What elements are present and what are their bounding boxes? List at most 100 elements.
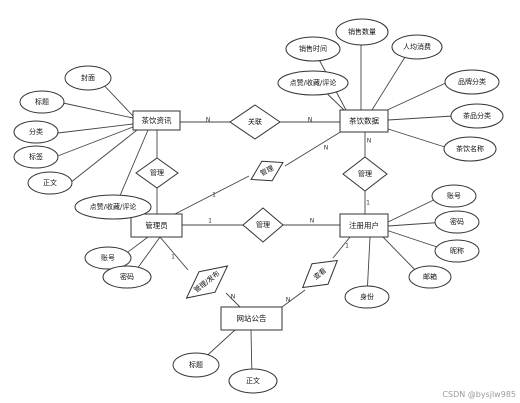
attribute-ellipse bbox=[84, 246, 132, 270]
connector-line bbox=[174, 175, 250, 215]
cardinality-label: 1 bbox=[345, 243, 349, 250]
attribute-ellipse bbox=[74, 194, 152, 220]
attribute-ellipse bbox=[172, 352, 220, 378]
cardinality-label: 1 bbox=[171, 254, 175, 261]
attribute-ellipse bbox=[434, 239, 480, 263]
cardinality-label: 1 bbox=[212, 192, 216, 199]
attribute-ellipse bbox=[27, 171, 73, 195]
entity-label: 茶饮资讯 bbox=[142, 115, 172, 125]
attribute-ellipse bbox=[344, 285, 390, 309]
connector-line bbox=[54, 126, 134, 158]
relationship-user-announcement-group: 查看 bbox=[295, 250, 346, 298]
cardinality-label: N bbox=[310, 218, 315, 225]
relationship-user-announcement[interactable] bbox=[295, 250, 346, 298]
attribute-ellipse bbox=[431, 184, 477, 208]
attribute-label: 正文 bbox=[246, 376, 260, 385]
attribute-ellipse bbox=[443, 136, 497, 162]
connector-line bbox=[69, 129, 138, 184]
entity-label: 网站公告 bbox=[237, 313, 267, 323]
attribute-ellipse bbox=[450, 103, 504, 129]
relationship-admin-announcement[interactable] bbox=[179, 256, 236, 309]
cardinality-label: 1 bbox=[366, 200, 370, 207]
attribute-label: 账号 bbox=[447, 191, 461, 200]
entity-announcement[interactable] bbox=[220, 306, 283, 331]
attribute-ellipse bbox=[13, 120, 59, 144]
attribute-ellipse bbox=[285, 36, 341, 62]
relationship-label: 管理 bbox=[256, 220, 270, 229]
connector-line bbox=[382, 81, 449, 113]
connector-line bbox=[385, 229, 447, 251]
attribute-ellipse bbox=[444, 69, 500, 95]
entity-tea-info[interactable] bbox=[132, 110, 181, 131]
attribute-ellipse bbox=[13, 145, 59, 169]
connector-line bbox=[387, 195, 443, 223]
connector-line bbox=[371, 48, 411, 111]
cardinality-label: N bbox=[286, 297, 291, 304]
relationship-label: 管理 bbox=[150, 168, 164, 177]
entity-tea-data[interactable] bbox=[339, 109, 389, 133]
cardinality-label: N bbox=[308, 117, 313, 124]
attribute-label: 昵称 bbox=[450, 246, 464, 255]
relationship-label: 管理 bbox=[358, 169, 372, 178]
relationship-label: 关联 bbox=[248, 117, 262, 126]
attribute-label: 封面 bbox=[81, 73, 95, 82]
attribute-label: 密码 bbox=[120, 272, 134, 281]
connector-line bbox=[115, 129, 149, 206]
attribute-label: 销售数量 bbox=[348, 27, 376, 36]
cardinality-label: N bbox=[324, 145, 329, 152]
attribute-label: 茶饮名称 bbox=[456, 144, 484, 153]
attribute-label: 品牌分类 bbox=[458, 77, 486, 86]
attribute-label: 标题 bbox=[35, 97, 49, 106]
attribute-label: 分类 bbox=[29, 127, 43, 136]
attribute-ellipse bbox=[64, 65, 112, 91]
connector-line bbox=[281, 289, 306, 308]
attribute-label: 邮箱 bbox=[423, 272, 437, 281]
attribute-label: 点赞/收藏/评论 bbox=[290, 78, 337, 87]
attribute-ellipse bbox=[408, 265, 452, 289]
relationship-info-data[interactable] bbox=[229, 104, 281, 140]
relationship-admin-data-group: 管理 bbox=[246, 153, 288, 189]
attribute-label: 密码 bbox=[450, 217, 464, 226]
entity-label: 注册用户 bbox=[349, 220, 379, 230]
attribute-label: 正文 bbox=[43, 178, 57, 187]
relationship-admin-user[interactable] bbox=[242, 207, 284, 243]
cardinality-label: 1 bbox=[208, 218, 212, 225]
cardinality-label: N bbox=[367, 138, 372, 145]
attribute-label: 销售时间 bbox=[299, 44, 327, 53]
connector-line bbox=[384, 127, 449, 149]
entity-label: 管理员 bbox=[145, 220, 168, 230]
attribute-label: 账号 bbox=[101, 253, 115, 262]
diagram-shapes: 茶饮资讯 茶饮数据 管理员 注册用户 网站公告 封面 标题 分类 标签 正文 点… bbox=[13, 18, 516, 399]
attribute-ellipse bbox=[434, 210, 480, 234]
relationship-data-user[interactable] bbox=[342, 156, 388, 192]
attribute-ellipse bbox=[391, 34, 443, 60]
connector-lines bbox=[54, 35, 454, 381]
attribute-label: 人均消费 bbox=[403, 42, 431, 51]
connector-line bbox=[284, 130, 343, 167]
connector-line bbox=[57, 123, 134, 134]
connector-line bbox=[225, 292, 241, 308]
entity-user[interactable] bbox=[339, 213, 389, 238]
cardinality-label: N bbox=[231, 294, 236, 301]
entity-admin[interactable] bbox=[130, 213, 183, 238]
watermark-text: CSDN @bysjlw985 bbox=[442, 390, 516, 399]
relationship-admin-info[interactable] bbox=[135, 157, 179, 189]
cardinality-label: N bbox=[206, 117, 211, 124]
connector-line bbox=[332, 236, 351, 259]
attribute-ellipse bbox=[102, 265, 152, 289]
attribute-label: 点赞/收藏/评论 bbox=[90, 202, 137, 211]
relationship-admin-data[interactable] bbox=[246, 153, 288, 189]
attribute-label: 标题 bbox=[189, 360, 203, 369]
connector-line bbox=[62, 102, 134, 119]
connector-line bbox=[387, 115, 454, 121]
relationship-admin-announcement-group: 管理/发布 bbox=[179, 256, 236, 309]
entity-label: 茶饮数据 bbox=[349, 116, 379, 126]
connector-line bbox=[380, 234, 421, 276]
attribute-ellipse bbox=[228, 368, 278, 394]
connector-line bbox=[159, 236, 189, 271]
attribute-label: 身份 bbox=[360, 292, 374, 301]
attribute-ellipse bbox=[277, 70, 349, 96]
attribute-label: 茶品分类 bbox=[463, 111, 491, 120]
attribute-ellipse bbox=[335, 18, 389, 46]
